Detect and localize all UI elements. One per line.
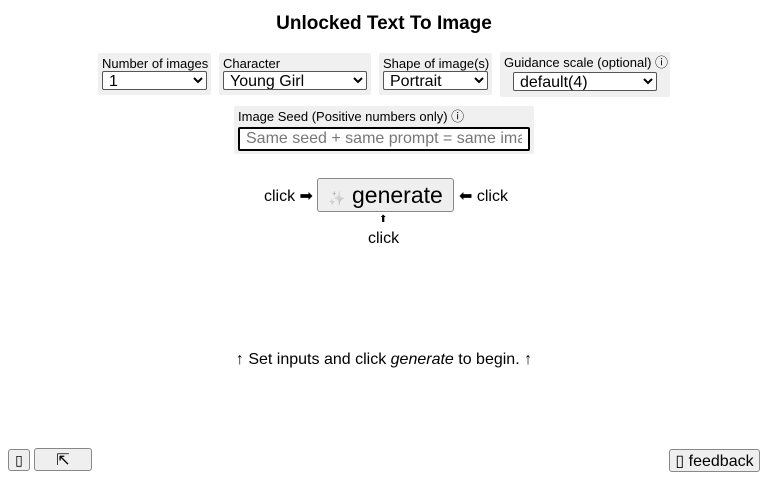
status-message: ↑ Set inputs and click generate to begin… (0, 351, 768, 369)
character-select[interactable]: Young Girl (223, 71, 367, 90)
guidance-label: Guidance scale (optional) (504, 55, 652, 70)
num-images-group: Number of images 1 (98, 53, 211, 95)
character-group: Character Young Girl (219, 53, 371, 95)
shape-select[interactable]: Portrait (383, 71, 488, 90)
info-icon[interactable]: ⓘ (655, 55, 669, 70)
shape-label: Shape of image(s) (383, 56, 490, 71)
feedback-button[interactable]: ▯ feedback (669, 449, 760, 472)
num-images-label: Number of images (102, 56, 209, 71)
generate-button[interactable]: ✨ generate (317, 178, 454, 212)
expand-button[interactable]: ⇱ (34, 448, 92, 471)
menu-button[interactable]: ▯ (8, 449, 30, 471)
page-title: Unlocked Text To Image (276, 13, 492, 34)
generate-label: generate (352, 181, 443, 208)
num-images-select[interactable]: 1 (102, 71, 207, 90)
guidance-select[interactable]: default(4) (513, 72, 657, 91)
guidance-label-row: Guidance scale (optional) ⓘ (504, 55, 669, 70)
seed-input[interactable] (238, 127, 530, 151)
seed-label: Image Seed (Positive numbers only) (238, 109, 448, 124)
status-text-end: to begin. ↑ (453, 351, 533, 368)
click-hint-bottom: click (368, 230, 400, 247)
sparkles-icon: ✨ (328, 189, 346, 206)
character-label: Character (223, 56, 281, 71)
seed-group: Image Seed (Positive numbers only) ⓘ (234, 106, 534, 154)
click-hint-left: click ➡ (264, 188, 313, 205)
status-emphasis: generate (390, 351, 454, 368)
click-hint-right: ⬅ click (459, 188, 508, 205)
status-text: ↑ Set inputs and click (235, 351, 391, 368)
guidance-group: Guidance scale (optional) ⓘ default(4) (500, 52, 670, 97)
arrow-up-icon: ⬆ (379, 214, 388, 225)
info-icon[interactable]: ⓘ (451, 109, 465, 124)
shape-group: Shape of image(s) Portrait (379, 53, 492, 95)
seed-label-row: Image Seed (Positive numbers only) ⓘ (238, 109, 530, 124)
